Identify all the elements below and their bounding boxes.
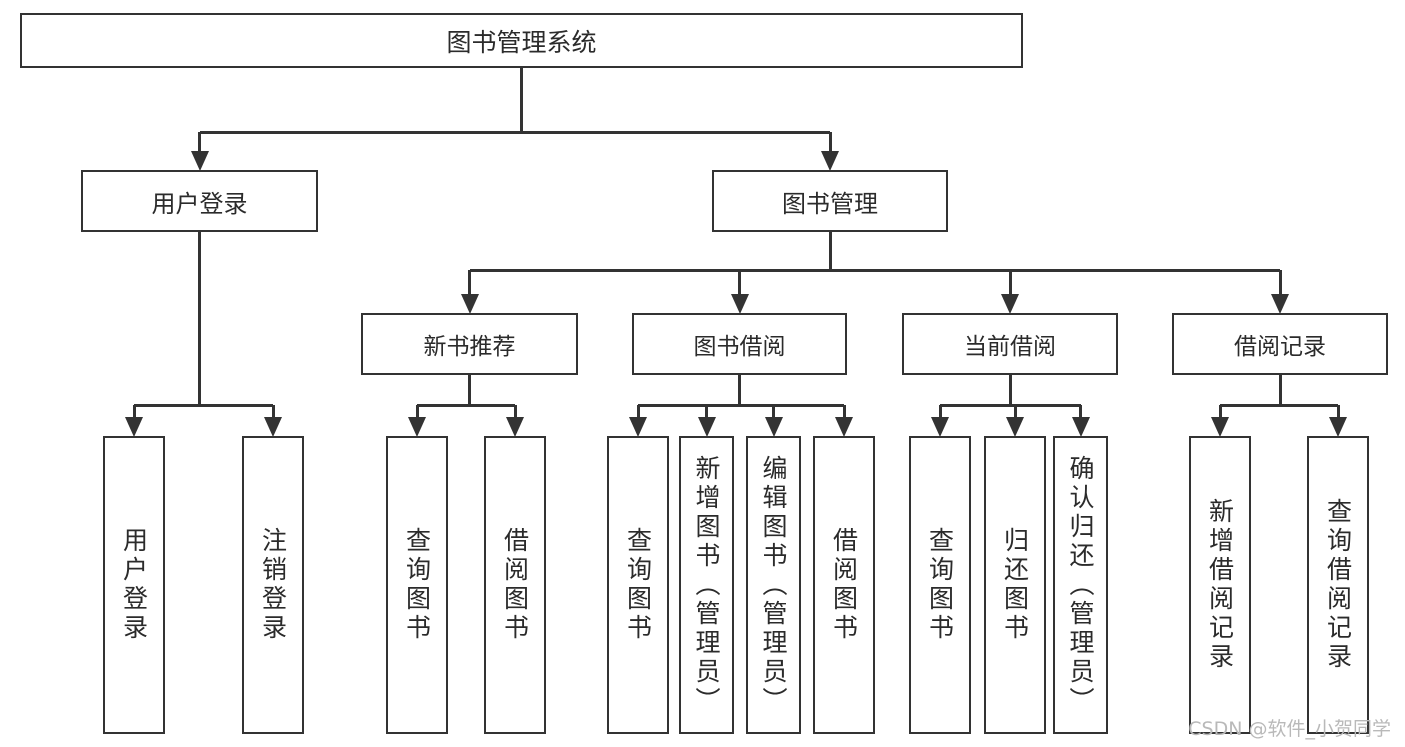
node-current-borrow: 当前借阅 [902,313,1118,375]
node-leaf-user-logout: 注销登录 [242,436,304,734]
node-leaf-add-record: 新增借阅记录 [1189,436,1251,734]
node-label: 新增图书（管理员） [692,454,721,716]
node-label: 用户登录 [119,527,149,643]
arrowhead-leaf-query-book-1 [408,417,426,437]
connector-drop-user-login [198,132,201,152]
node-leaf-return-book: 归还图书 [984,436,1046,734]
node-borrow-record: 借阅记录 [1172,313,1388,375]
node-leaf-query-book-1: 查询图书 [386,436,448,734]
node-leaf-add-book: 新增图书（管理员） [679,436,734,734]
arrowhead-leaf-add-record [1211,417,1229,437]
connector-drop-borrow-record [1278,270,1282,295]
node-user-login: 用户登录 [81,170,318,232]
node-leaf-edit-book: 编辑图书（管理员） [746,436,801,734]
connector-drop-leaf-user-login [132,405,136,418]
connector-stub-borrow-record [1278,375,1282,405]
node-label: 借阅图书 [500,527,530,643]
node-leaf-user-login: 用户登录 [103,436,165,734]
node-label: 新书推荐 [423,334,516,360]
node-leaf-query-record: 查询借阅记录 [1307,436,1369,734]
connector-drop-leaf-add-book [705,405,708,418]
arrowhead-leaf-borrow-book-2 [835,417,853,437]
connector-drop-leaf-query-record [1336,405,1340,418]
node-label: 查询图书 [925,527,955,643]
node-label: 图书管理 [782,189,878,218]
arrowhead-leaf-return-book [1006,417,1024,437]
node-book-manage: 图书管理 [712,170,948,232]
arrowhead-current-borrow [1001,294,1019,314]
arrowhead-leaf-user-logout [264,417,282,437]
connector-drop-leaf-query-book-2 [636,405,640,418]
node-label: 查询图书 [623,527,653,643]
node-label: 查询图书 [402,527,432,643]
connector-drop-leaf-return-book [1013,405,1017,418]
node-label: 借阅记录 [1234,334,1326,360]
node-label: 图书管理系统 [446,27,597,57]
connector-drop-current-borrow [1008,270,1012,295]
connector-bus-book-manage [469,268,1280,272]
node-leaf-borrow-book-1: 借阅图书 [484,436,546,734]
arrowhead-leaf-query-book-2 [629,417,647,437]
connector-bus-user-login [134,403,273,407]
node-label: 查询借阅记录 [1323,498,1353,672]
connector-bus-root [199,130,830,134]
node-book-borrow: 图书借阅 [632,313,847,375]
arrowhead-new-book-recommend [460,294,479,314]
node-label: 新增借阅记录 [1205,498,1235,672]
node-leaf-borrow-book-2: 借阅图书 [813,436,875,734]
arrowhead-leaf-user-login [125,417,143,437]
node-label: 当前借阅 [964,334,1056,360]
connector-drop-leaf-edit-book [772,405,775,418]
connector-stub-book-manage [828,232,832,270]
node-root: 图书管理系统 [20,13,1023,68]
connector-stub-book-borrow [738,375,741,405]
node-label: 确认归还（管理员） [1066,454,1095,716]
connector-stub-user-login [198,232,201,405]
connector-bus-current-borrow [940,403,1081,407]
arrowhead-book-manage [821,151,839,171]
arrowhead-leaf-borrow-book-1 [506,417,524,437]
connector-stub-new-book-recommend [468,375,471,405]
arrowhead-book-borrow [730,294,749,314]
connector-drop-book-borrow [738,270,741,295]
node-label: 图书借阅 [693,334,786,360]
connector-drop-leaf-query-book-3 [938,405,942,418]
node-leaf-confirm-return: 确认归还（管理员） [1053,436,1108,734]
arrowhead-borrow-record [1271,294,1289,314]
node-label: 注销登录 [258,527,288,643]
node-label: 归还图书 [1000,527,1030,643]
arrowhead-leaf-confirm-return [1071,417,1090,437]
connector-drop-leaf-confirm-return [1079,405,1082,418]
arrowhead-leaf-edit-book [764,417,783,437]
connector-drop-leaf-borrow-book-1 [513,405,517,418]
node-label: 编辑图书（管理员） [759,454,788,716]
connector-drop-leaf-add-record [1218,405,1222,418]
arrowhead-user-login [190,151,209,171]
connector-drop-new-book-recommend [468,270,471,295]
arrowhead-leaf-query-record [1329,417,1347,437]
connector-stub-current-borrow [1008,375,1012,405]
connector-stub-root [520,68,523,132]
connector-drop-leaf-borrow-book-2 [842,405,846,418]
connector-bus-book-borrow [638,403,844,407]
node-new-book-recommend: 新书推荐 [361,313,578,375]
connector-drop-leaf-user-logout [271,405,275,418]
connector-drop-book-manage [828,132,832,152]
connector-bus-borrow-record [1220,403,1338,407]
node-leaf-query-book-3: 查询图书 [909,436,971,734]
connector-drop-leaf-query-book-1 [415,405,419,418]
node-label: 用户登录 [151,189,248,218]
arrowhead-leaf-add-book [697,417,716,437]
node-leaf-query-book-2: 查询图书 [607,436,669,734]
arrowhead-leaf-query-book-3 [931,417,949,437]
connector-bus-new-book-recommend [417,403,515,407]
node-label: 借阅图书 [829,527,859,643]
